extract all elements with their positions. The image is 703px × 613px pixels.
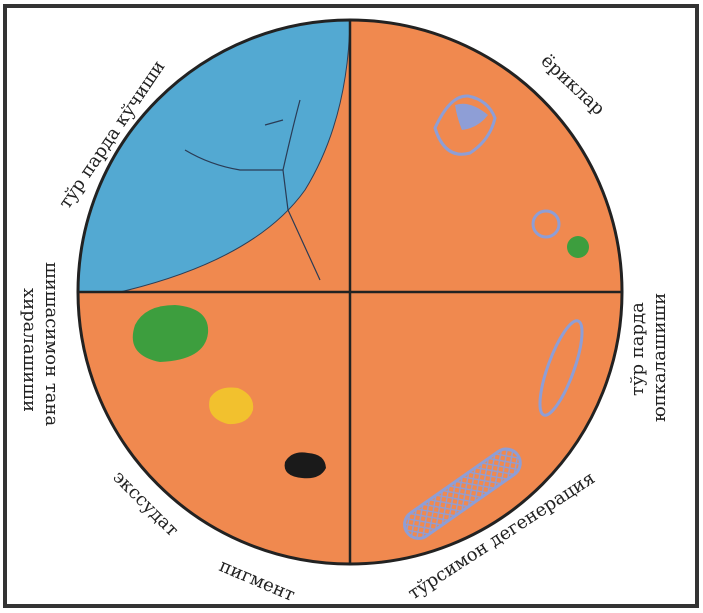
label-thinning-line2: юпкалашиши	[649, 293, 670, 422]
label-thinning-line1: тўр парда	[627, 302, 648, 396]
label-vitreous-line2: хиралашиши	[19, 288, 40, 412]
label-vitreous-line1: шишасимон тана	[41, 262, 62, 427]
round-hole	[533, 211, 559, 237]
small-green-lesion	[567, 236, 589, 258]
label-pigment: пигмент	[216, 555, 298, 606]
